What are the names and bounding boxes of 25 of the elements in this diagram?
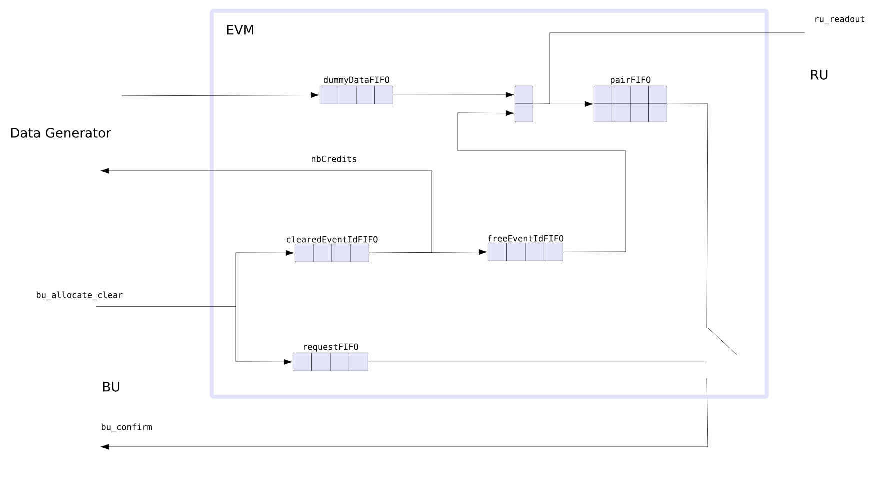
node-label: dummyDataFIFO	[324, 76, 390, 85]
node-label: clearedEventIdFIFO	[286, 236, 378, 243]
block-label: RU	[811, 70, 828, 80]
block-label: Data Generator	[11, 128, 112, 138]
arrow	[458, 110, 626, 252]
fifo-queue: clearedEventIdFIFO	[286, 236, 378, 262]
node-label: freeEventIdFIFO	[488, 235, 564, 242]
arrow	[100, 168, 432, 254]
merge-queue	[514, 86, 534, 122]
arrow	[393, 92, 514, 98]
arrow	[100, 378, 708, 450]
edge-label: ru_readout	[813, 14, 866, 26]
fifo-queue: dummyDataFIFO	[320, 76, 394, 104]
fifo-queue: pairFIFO	[594, 76, 668, 122]
edge-label: nbCredits	[310, 154, 358, 164]
edge-label: bu_confirm	[100, 422, 154, 434]
block-label: BU	[103, 382, 120, 392]
switch-symbol	[708, 328, 738, 356]
edge-label: bu_allocate_clear	[35, 290, 124, 302]
node-label: requestFIFO	[304, 344, 358, 352]
arrow	[122, 92, 320, 98]
fifo-queue: freeEventIdFIFO	[488, 235, 564, 262]
node-label: pairFIFO	[611, 76, 651, 85]
arrow	[96, 306, 292, 366]
fifo-queue: requestFIFO	[293, 344, 368, 372]
